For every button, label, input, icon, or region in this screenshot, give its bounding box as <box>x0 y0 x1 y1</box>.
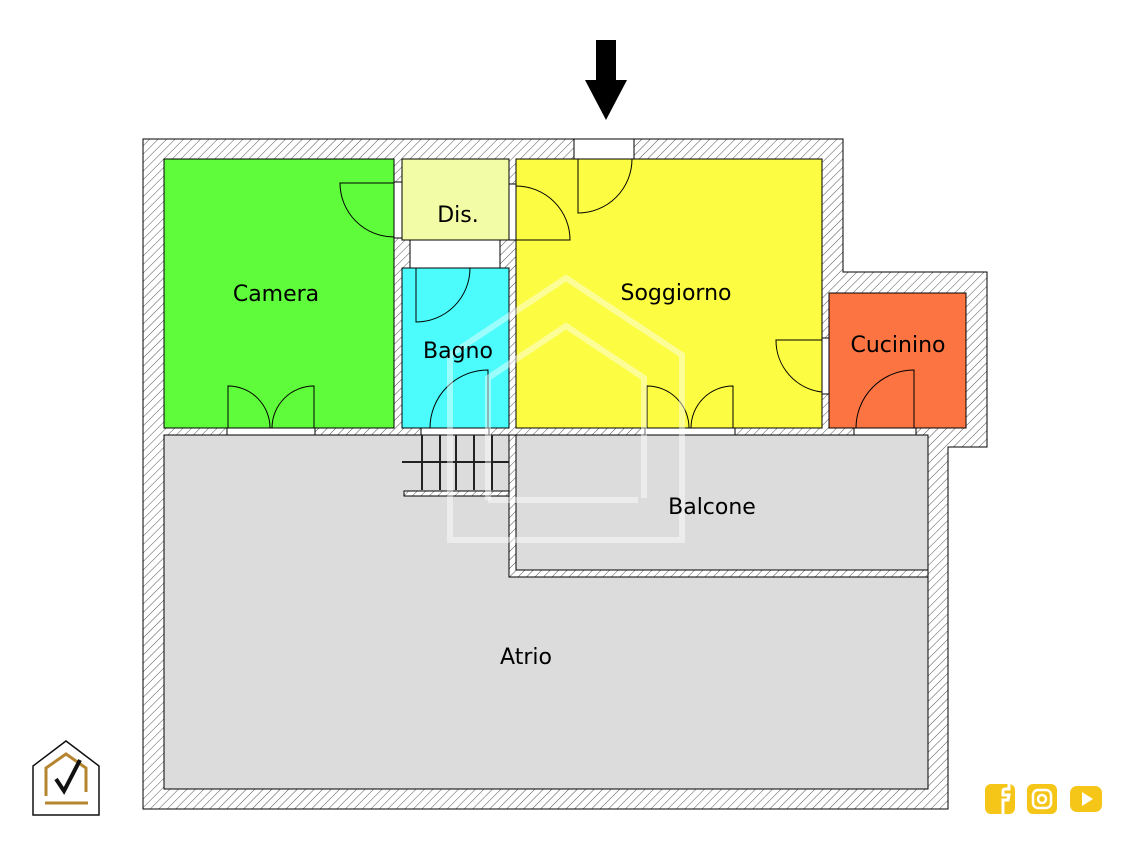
room-dis <box>401 158 510 241</box>
doors <box>226 158 917 436</box>
room-camera <box>163 158 395 429</box>
instagram-icon[interactable] <box>1027 784 1057 814</box>
facebook-icon[interactable] <box>985 784 1015 814</box>
room-bagno <box>401 267 510 429</box>
label-cucinino: Cucinino <box>851 333 946 358</box>
room-cucinino <box>828 292 967 429</box>
youtube-icon[interactable] <box>1070 786 1102 812</box>
window <box>573 138 635 160</box>
entrance-arrow-icon <box>585 40 627 120</box>
room-balcone <box>515 434 929 571</box>
label-dis: Dis. <box>437 203 479 228</box>
watermark-logo <box>447 274 685 543</box>
label-balcone: Balcone <box>668 495 756 520</box>
brand-logo <box>32 740 100 816</box>
label-bagno: Bagno <box>423 339 493 364</box>
room-soggiorno <box>515 158 823 429</box>
label-soggiorno: Soggiorno <box>621 281 732 306</box>
label-camera: Camera <box>233 282 319 307</box>
stairs <box>402 435 510 497</box>
label-atrio: Atrio <box>500 645 552 670</box>
